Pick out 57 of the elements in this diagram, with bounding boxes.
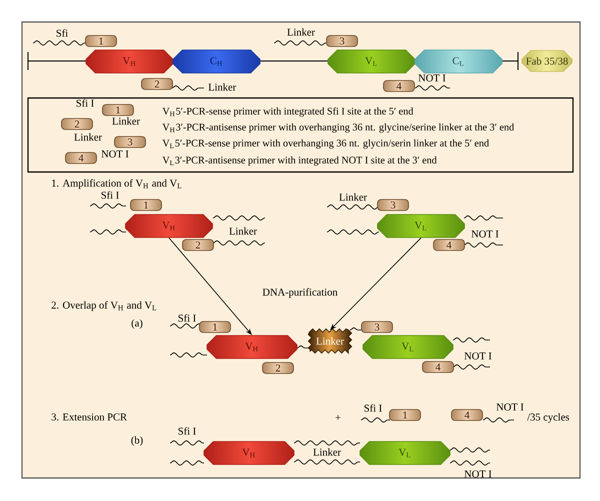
plus-sign: + bbox=[336, 415, 340, 420]
gene-segment: V$_{L}$ bbox=[328, 50, 416, 74]
site-label: Sfi bbox=[56, 29, 68, 37]
primer-badge: 2 bbox=[61, 118, 93, 130]
site-label: Linker bbox=[287, 28, 315, 36]
primer-badge: 3 bbox=[114, 136, 146, 148]
primer-description: V$_{L}$5′-PCR-sense primer with overhanging 36 nt. glycin/serin linker at the 5′ end bbox=[162, 139, 489, 149]
site-label: NOT I bbox=[464, 470, 492, 478]
site-label: Linker bbox=[112, 117, 140, 125]
primer-badge: 4 bbox=[451, 409, 483, 421]
gene-segment: V$_{L}$ bbox=[360, 441, 450, 465]
primer-description: V$_{L}$3′-PCR-antisense primer with integrated NOT I site at the 3′ end bbox=[162, 156, 437, 166]
primer-badge: 1 bbox=[130, 199, 162, 211]
site-label: NOT I bbox=[101, 150, 128, 158]
panel-letter: (b) bbox=[131, 436, 143, 446]
step-heading: 3. Extension PCR bbox=[52, 413, 128, 421]
site-label: Sfi I bbox=[178, 314, 196, 322]
gene-segment: V$_{H}$ bbox=[204, 441, 294, 465]
site-label: Linker bbox=[339, 193, 367, 201]
primer-badge: 2 bbox=[141, 78, 173, 90]
primer-badge: 3 bbox=[377, 199, 409, 211]
site-label: NOT I bbox=[471, 230, 498, 238]
site-label: Linker bbox=[208, 83, 236, 91]
primer-badge: 2 bbox=[262, 362, 294, 374]
cycles-note: /35 cycles bbox=[527, 413, 570, 423]
primer-badge: 4 bbox=[65, 152, 97, 164]
primer-badge: 3 bbox=[326, 35, 358, 47]
primer-badge: 4 bbox=[422, 361, 454, 373]
site-label: Linker bbox=[229, 227, 257, 235]
primer-badge: 1 bbox=[389, 409, 421, 421]
primer-badge: 1 bbox=[199, 321, 231, 333]
primer-badge: 2 bbox=[182, 239, 214, 251]
site-label: Sfi I bbox=[102, 191, 119, 199]
gene-segment: V$_{L}$ bbox=[362, 335, 454, 359]
gene-segment: C$_{H}$ bbox=[172, 50, 260, 74]
panel-letter: (a) bbox=[132, 319, 142, 329]
site-label: NOT I bbox=[464, 352, 492, 360]
site-label: NOT I bbox=[496, 403, 524, 411]
site-label: Sfi I bbox=[364, 404, 382, 412]
primer-description: V$_{H}$3′-PCR-antisense primer with overhanging 36 nt. glycine/serine linker at the 3′ end bbox=[162, 123, 514, 133]
gene-segment: V$_{H}$ bbox=[206, 335, 298, 359]
gene-segment: V$_{H}$ bbox=[86, 50, 174, 74]
step-heading: 1. Amplification of V$_{H}$ and V$_{L}$ bbox=[52, 179, 182, 189]
primer-badge: 4 bbox=[433, 239, 465, 251]
primer-badge: 1 bbox=[102, 104, 134, 116]
primer-badge: 3 bbox=[361, 321, 393, 333]
primer-badge: 1 bbox=[85, 35, 117, 47]
site-label: Linker bbox=[74, 133, 102, 141]
primer-badge: 4 bbox=[383, 80, 415, 92]
site-label: NOT I bbox=[418, 74, 446, 82]
site-label: Sfi I bbox=[178, 427, 196, 435]
step-heading: 2. Overlap of V$_{H}$ and V$_{L}$ bbox=[52, 301, 156, 311]
site-label: Sfi I bbox=[76, 99, 94, 107]
gene-segment: C$_{L}$ bbox=[414, 50, 502, 74]
process-label: DNA-purification bbox=[262, 288, 338, 298]
primer-description: V$_{H}$5′-PCR-sense primer with integrated Sfi I site at the 5′ end bbox=[162, 107, 414, 117]
site-label: Linker bbox=[313, 448, 341, 456]
